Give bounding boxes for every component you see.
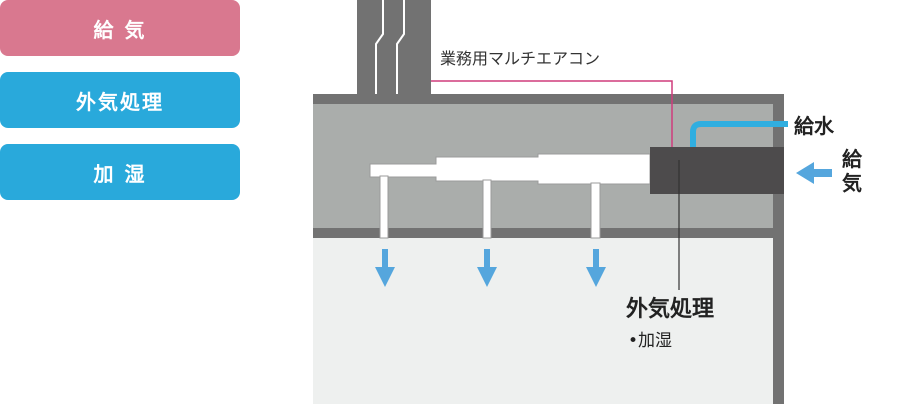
supply-air-label-bottom: 気 <box>842 171 862 195</box>
humidification-badge: 加 湿 <box>0 144 240 200</box>
left-arrow-icon <box>796 162 832 184</box>
room-space <box>313 238 773 404</box>
duct-branch <box>379 175 389 239</box>
refrigerant-pipe <box>375 0 384 94</box>
airflow-arrows <box>375 249 606 287</box>
right-wall <box>773 94 784 404</box>
humidification-label: •加湿 <box>628 331 672 351</box>
ceiling-slab <box>313 94 784 104</box>
outdoor-air-processing-badge: 外気処理 <box>0 72 240 128</box>
down-arrow-icon <box>477 249 497 287</box>
supply-air-label-top: 給 <box>842 147 863 171</box>
water-supply-pipe <box>690 121 788 148</box>
outdoor-air-unit <box>650 147 784 194</box>
supply-air-badge: 給 気 <box>0 0 240 56</box>
down-arrow-icon <box>375 249 395 287</box>
down-arrow-icon <box>586 249 606 287</box>
multi-aircon-label: 業務用マルチエアコン <box>440 49 600 68</box>
outdoor-air-processing-label: 外気処理 <box>626 296 714 322</box>
pipe-shaft <box>357 0 431 94</box>
water-supply-label: 給水 <box>794 114 835 138</box>
duct-branch <box>590 182 601 239</box>
refrigerant-pipe <box>396 0 405 94</box>
duct-branch <box>482 179 492 239</box>
multi-aircon-leader-line <box>431 80 673 148</box>
ceiling-board <box>313 228 773 238</box>
